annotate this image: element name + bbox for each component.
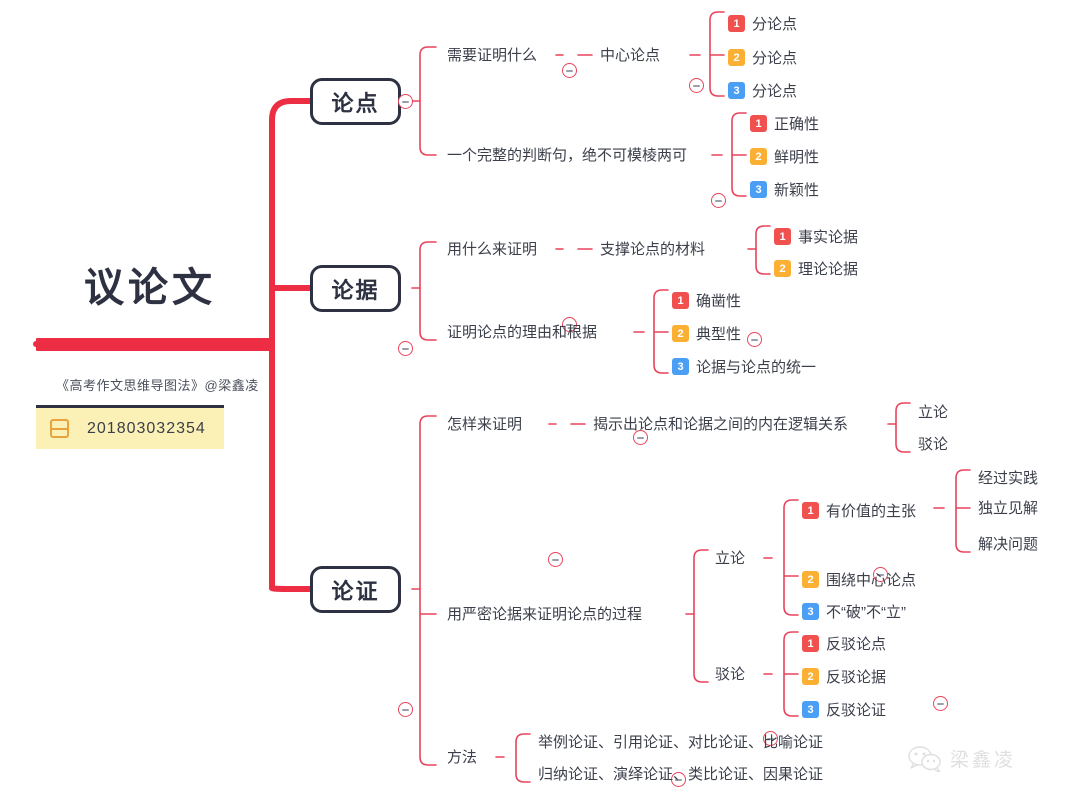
number-badge: 2 (750, 148, 767, 165)
leaf-factual-evidence[interactable]: 1 事实论据 (774, 226, 858, 247)
leaf-label: 确凿性 (696, 293, 742, 310)
leaf-solve-problem[interactable]: 解决问题 (978, 536, 1039, 553)
leaf-label: 分论点 (752, 50, 798, 67)
node-methods[interactable]: 方法 (447, 749, 478, 766)
leaf-method-line-1[interactable]: 举例论证、引用论证、对比论证、比喻论证 (538, 734, 824, 751)
leaf-label: 分论点 (752, 16, 798, 33)
leaf-liiun-top[interactable]: 立论 (918, 404, 949, 421)
toggle-what-to-prove-with[interactable] (562, 317, 577, 332)
group-title-lilun[interactable]: 立论 (715, 550, 746, 567)
toggle-valuable-claim[interactable] (933, 696, 948, 711)
leaf-label: 有价值的主张 (826, 503, 917, 520)
leaf-label: 理论论据 (798, 261, 859, 278)
leaf-label: 反驳论证 (826, 702, 887, 719)
root-subtitle: 《高考作文思维导图法》@梁鑫凌 (56, 378, 259, 393)
leaf-label: 围绕中心论点 (826, 572, 917, 589)
toggle-reveal-logic[interactable] (873, 567, 888, 582)
leaf-method-line-2[interactable]: 归纳论证、演绎论证、类比论证、因果论证 (538, 766, 824, 783)
leaf-label: 分论点 (752, 83, 798, 100)
toggle-branch-lundian[interactable] (398, 94, 413, 109)
leaf-label: 反驳论点 (826, 636, 887, 653)
node-reasons-and-basis[interactable]: 证明论点的理由和根据 (447, 324, 598, 341)
leaf-label: 事实论据 (798, 229, 859, 246)
number-badge: 3 (672, 358, 689, 375)
toggle-complete-judgment[interactable] (711, 193, 726, 208)
leaf-no-break-no-build[interactable]: 3 不“破”不“立” (802, 601, 906, 622)
watermark: 梁鑫凌 (908, 745, 1016, 772)
toggle-rigorous-process[interactable] (671, 772, 686, 787)
number-badge: 2 (672, 325, 689, 342)
leaf-sub-argument-1[interactable]: 1 分论点 (728, 13, 797, 34)
node-how-to-prove[interactable]: 怎样来证明 (447, 416, 523, 433)
leaf-label: 论据与论点的统一 (696, 359, 817, 376)
leaf-around-central-argument[interactable]: 2 围绕中心论点 (802, 569, 916, 590)
page-title: 议论文 (84, 266, 216, 310)
toggle-branch-lunju[interactable] (398, 341, 413, 356)
leaf-bolun-top[interactable]: 驳论 (918, 436, 949, 453)
list-icon (50, 419, 69, 438)
node-rigorous-process[interactable]: 用严密论据来证明论点的过程 (447, 606, 643, 623)
leaf-refute-reasoning[interactable]: 3 反驳论证 (802, 699, 886, 720)
root-underline (36, 338, 272, 351)
node-central-argument[interactable]: 中心论点 (600, 47, 661, 64)
number-badge: 1 (774, 228, 791, 245)
group-title-bolun[interactable]: 驳论 (715, 666, 746, 683)
watermark-text: 梁鑫凌 (950, 750, 1017, 771)
toggle-central-argument[interactable] (689, 78, 704, 93)
branch-node-lunzheng[interactable]: 论证 (310, 566, 401, 613)
leaf-label: 典型性 (696, 326, 742, 343)
number-badge: 1 (728, 15, 745, 32)
number-badge: 1 (750, 115, 767, 132)
number-badge: 1 (672, 292, 689, 309)
branch-node-lunju[interactable]: 论据 (310, 265, 401, 312)
id-badge: 201803032354 (36, 405, 224, 449)
leaf-novelty[interactable]: 3 新颖性 (750, 179, 819, 200)
id-badge-value: 201803032354 (87, 419, 206, 437)
toggle-reasons-and-basis[interactable] (633, 430, 648, 445)
leaf-label: 正确性 (774, 116, 820, 133)
wechat-icon (908, 745, 941, 772)
leaf-refute-evidence[interactable]: 2 反驳论据 (802, 666, 886, 687)
leaf-valuable-claim[interactable]: 1 有价值的主张 (802, 500, 916, 521)
number-badge: 1 (802, 502, 819, 519)
leaf-conclusiveness[interactable]: 1 确凿性 (672, 290, 741, 311)
leaf-label: 鲜明性 (774, 149, 820, 166)
leaf-label: 不“破”不“立” (826, 604, 906, 621)
number-badge: 1 (802, 635, 819, 652)
number-badge: 2 (802, 571, 819, 588)
node-what-to-prove-with[interactable]: 用什么来证明 (447, 241, 538, 258)
toggle-supporting-material[interactable] (747, 332, 762, 347)
leaf-through-practice[interactable]: 经过实践 (978, 470, 1039, 487)
number-badge: 3 (728, 82, 745, 99)
node-reveal-logic[interactable]: 揭示出论点和论据之间的内在逻辑关系 (593, 416, 849, 433)
number-badge: 2 (774, 260, 791, 277)
toggle-how-to-prove[interactable] (548, 552, 563, 567)
leaf-theoretical-evidence[interactable]: 2 理论论据 (774, 258, 858, 279)
leaf-distinctness[interactable]: 2 鲜明性 (750, 146, 819, 167)
branch-node-lundian[interactable]: 论点 (310, 78, 401, 125)
number-badge: 3 (802, 701, 819, 718)
leaf-typicality[interactable]: 2 典型性 (672, 323, 741, 344)
leaf-refute-argument[interactable]: 1 反驳论点 (802, 633, 886, 654)
node-complete-judgment[interactable]: 一个完整的判断句，绝不可模棱两可 (447, 147, 688, 164)
leaf-sub-argument-2[interactable]: 2 分论点 (728, 47, 797, 68)
toggle-group-lilun[interactable] (763, 731, 778, 746)
leaf-unity-of-evidence[interactable]: 3 论据与论点的统一 (672, 356, 816, 377)
leaf-sub-argument-3[interactable]: 3 分论点 (728, 80, 797, 101)
node-supporting-material[interactable]: 支撑论点的材料 (600, 241, 706, 258)
leaf-independent-insight[interactable]: 独立见解 (978, 500, 1039, 517)
leaf-label: 新颖性 (774, 182, 820, 199)
leaf-correctness[interactable]: 1 正确性 (750, 113, 819, 134)
number-badge: 2 (802, 668, 819, 685)
leaf-label: 反驳论据 (826, 669, 887, 686)
number-badge: 3 (750, 181, 767, 198)
node-need-to-prove[interactable]: 需要证明什么 (447, 47, 538, 64)
number-badge: 2 (728, 49, 745, 66)
toggle-branch-lunzheng[interactable] (398, 702, 413, 717)
toggle-need-to-prove[interactable] (562, 63, 577, 78)
number-badge: 3 (802, 603, 819, 620)
